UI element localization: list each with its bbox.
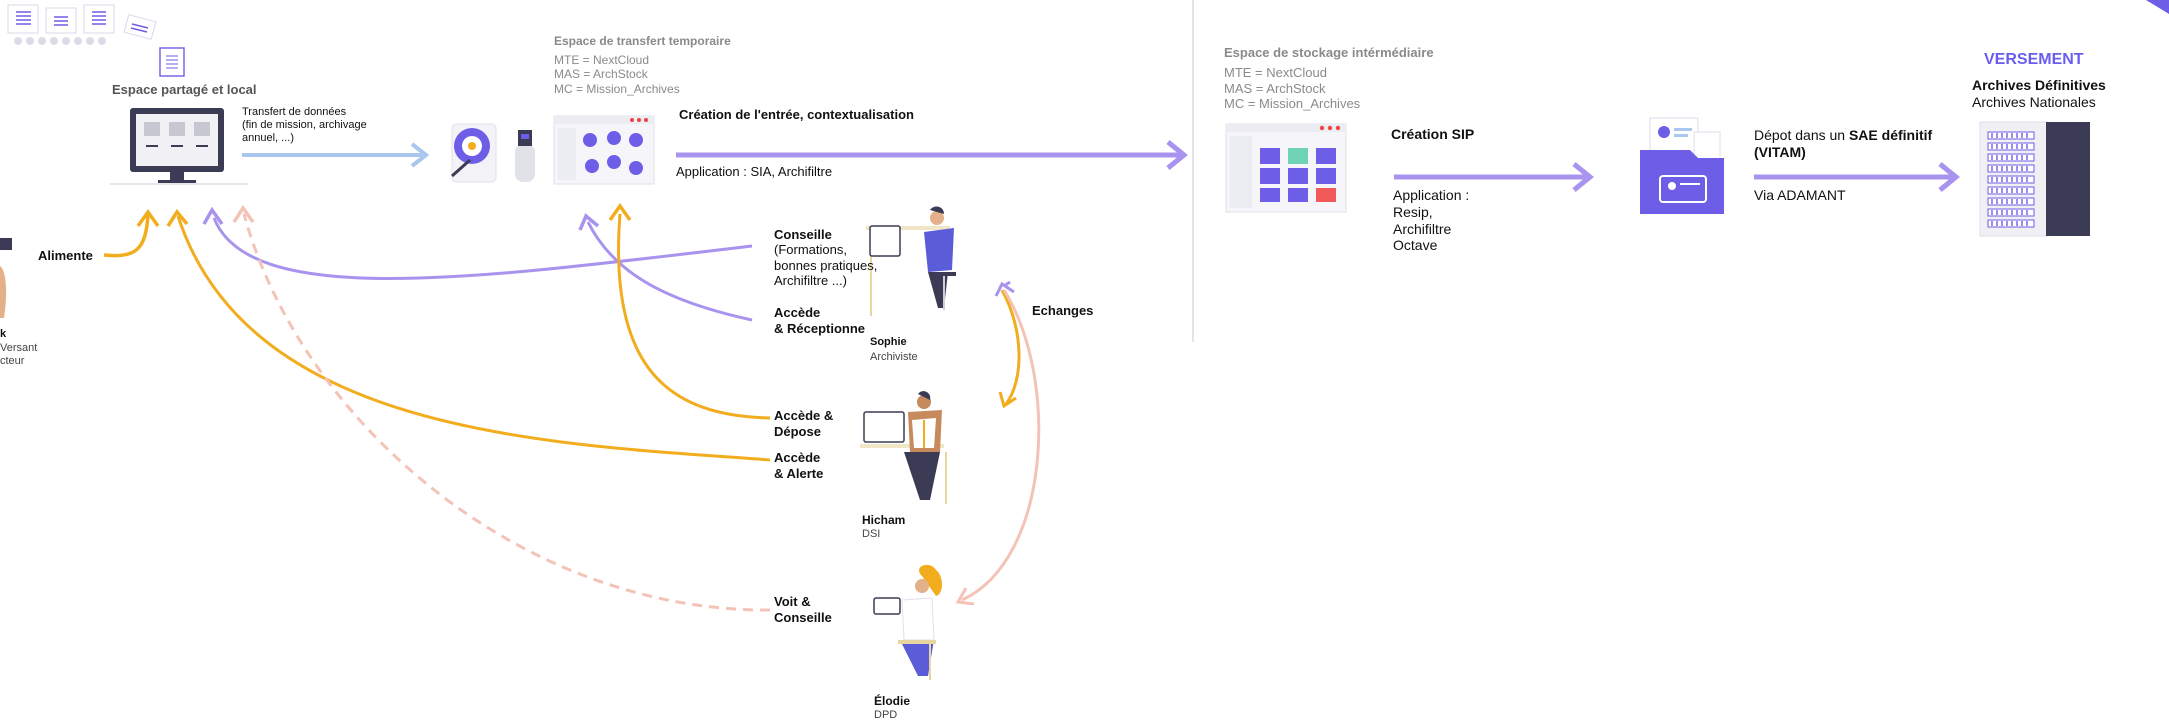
storage-grid-window-icon: [1225, 123, 1347, 213]
echanges-label: Echanges: [1032, 303, 1094, 318]
versement-title: VERSEMENT: [1984, 51, 2084, 68]
archives-definitives-title: Archives Définitives: [1972, 77, 2106, 93]
hicham-role: DSI: [862, 528, 881, 540]
accede-depose-label: Accède & Dépose: [774, 408, 834, 439]
storage-application: Application : Resip, Archifiltre Octave: [1393, 187, 1470, 254]
person-fragment-name: k: [0, 328, 7, 340]
sophie-illustration: [866, 206, 956, 316]
rack-slot: [1987, 186, 2035, 195]
conseille-detail: (Formations, bonnes pratiques, Archifilt…: [774, 242, 878, 289]
temp-application-tools: SIA, Archifiltre: [750, 164, 833, 179]
accede-alerte-arrow: [166, 209, 189, 227]
rack-slot: [1987, 208, 2035, 217]
transfer-note: Transfert de données (fin de mission, ar…: [242, 106, 367, 145]
elodie-name: Élodie: [874, 694, 911, 708]
usb-key-icon: [515, 130, 535, 182]
accede-receptionne-label: Accède & Réceptionne: [774, 305, 866, 336]
folder-documents-icon: [1640, 117, 1724, 214]
alimente-arrow: [103, 213, 150, 258]
desktop-computer-icon: [110, 108, 248, 185]
rack-slot: [1987, 175, 2035, 184]
storage-lines: MTE = NextCloud MAS = ArchStock MC = Mis…: [1224, 65, 1361, 112]
sophie-role: Archiviste: [870, 351, 918, 363]
depot-prefix: Dépot dans un: [1754, 127, 1849, 143]
voit-conseille-arrow: [232, 204, 255, 224]
shared-space-title: Espace partagé et local: [112, 82, 257, 97]
transfer-arrow: [410, 142, 430, 168]
alimente-label: Alimente: [38, 248, 93, 263]
accede-alerte-label: Accède & Alerte: [774, 450, 824, 481]
rack-slot: [1987, 219, 2035, 228]
rack-slot: [1987, 197, 2035, 206]
cloud-browser-window-icon: [553, 115, 655, 185]
archives-nationales-label: Archives Nationales: [1972, 94, 2096, 110]
depot-sae-vitam: SAE définitif (VITAM): [1754, 127, 1933, 160]
via-adamant-label: Via ADAMANT: [1754, 187, 1846, 203]
accede-depose-arrow: [608, 202, 632, 222]
rack-slot: [1987, 142, 2035, 151]
document-stack-icons: [7, 4, 185, 77]
accede-receptionne-arrow: [578, 213, 600, 231]
temp-application: Application : SIA, Archifiltre: [676, 164, 832, 180]
elodie-illustration: [873, 564, 942, 680]
server-rack-icon: [1979, 121, 2090, 237]
temp-application-prefix: Application :: [676, 164, 751, 179]
rack-slot: [1987, 153, 2035, 162]
hicham-illustration: [860, 391, 947, 504]
depot-label: Dépot dans un SAE définitif (VITAM): [1754, 127, 1932, 161]
rack-slot: [1987, 164, 2035, 173]
temp-space-title: Espace de transfert temporaire: [554, 34, 731, 48]
arrow-to-sae: [1572, 162, 1594, 192]
versant-person-fragment: [0, 238, 12, 318]
rack-slot: [1987, 131, 2035, 140]
temp-space-lines: MTE = NextCloud MAS = ArchStock MC = Mis…: [554, 53, 680, 96]
sophie-name: Sophie: [870, 336, 907, 348]
echanges-arrow: [994, 281, 1015, 297]
person-fragment-role: Versant cteur: [0, 342, 38, 368]
storage-title: Espace de stockage intérmédiaire: [1224, 45, 1434, 60]
conseille-label: Conseille: [774, 227, 832, 242]
creation-entree-label: Création de l'entrée, contextualisation: [679, 107, 914, 122]
conseille-arrow: [202, 206, 224, 226]
elodie-role: DPD: [874, 709, 898, 721]
hicham-name: Hicham: [862, 513, 906, 527]
arrow-to-archives: [1938, 162, 1960, 192]
voit-conseille-label: Voit & Conseille: [774, 594, 832, 625]
hard-drive-icon: [451, 123, 497, 183]
corner-triangle: [2146, 0, 2169, 14]
creation-sip-label: Création SIP: [1391, 126, 1475, 142]
